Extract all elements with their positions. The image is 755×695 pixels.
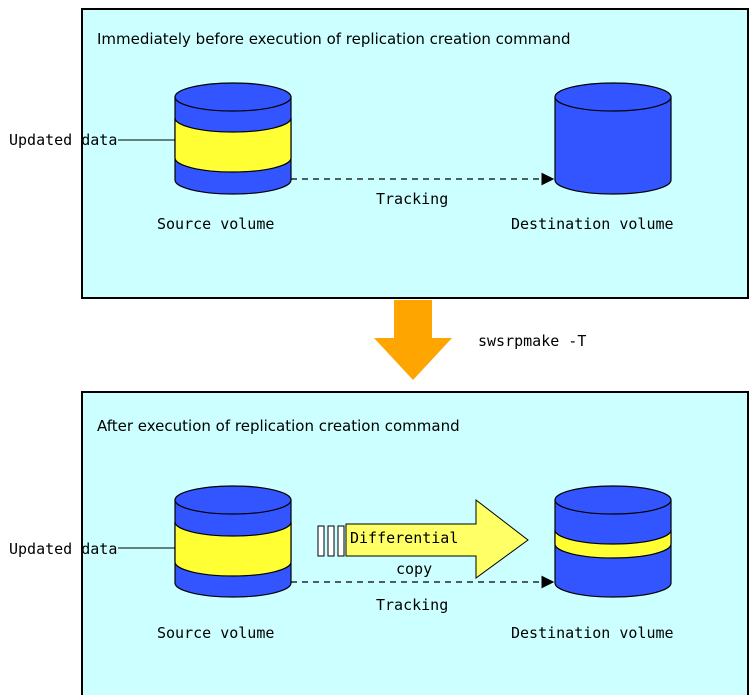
differential-label: Differential — [350, 529, 459, 547]
tracking-label-after: Tracking — [376, 596, 449, 614]
source-volume-cylinder-after — [174, 485, 292, 598]
destination-volume-label-after: Destination volume — [511, 624, 674, 642]
destination-volume-cylinder-after — [554, 485, 672, 598]
destination-volume-cylinder-before — [554, 82, 672, 195]
tracking-label-before: Tracking — [376, 190, 449, 208]
command-label: swsrpmake -T — [478, 332, 587, 350]
copy-label: copy — [396, 560, 433, 578]
after-title: After execution of replication creation … — [97, 417, 460, 435]
updated-data-label-before: Updated data — [9, 131, 118, 149]
destination-volume-label-before: Destination volume — [511, 215, 674, 233]
differential-copy-arrow — [317, 498, 529, 579]
updated-data-label-after: Updated data — [9, 540, 118, 558]
source-volume-label-after: Source volume — [157, 624, 275, 642]
before-title: Immediately before execution of replicat… — [97, 30, 571, 48]
source-volume-label-before: Source volume — [157, 215, 275, 233]
source-volume-cylinder-before — [174, 82, 292, 195]
process-arrow — [374, 300, 452, 380]
